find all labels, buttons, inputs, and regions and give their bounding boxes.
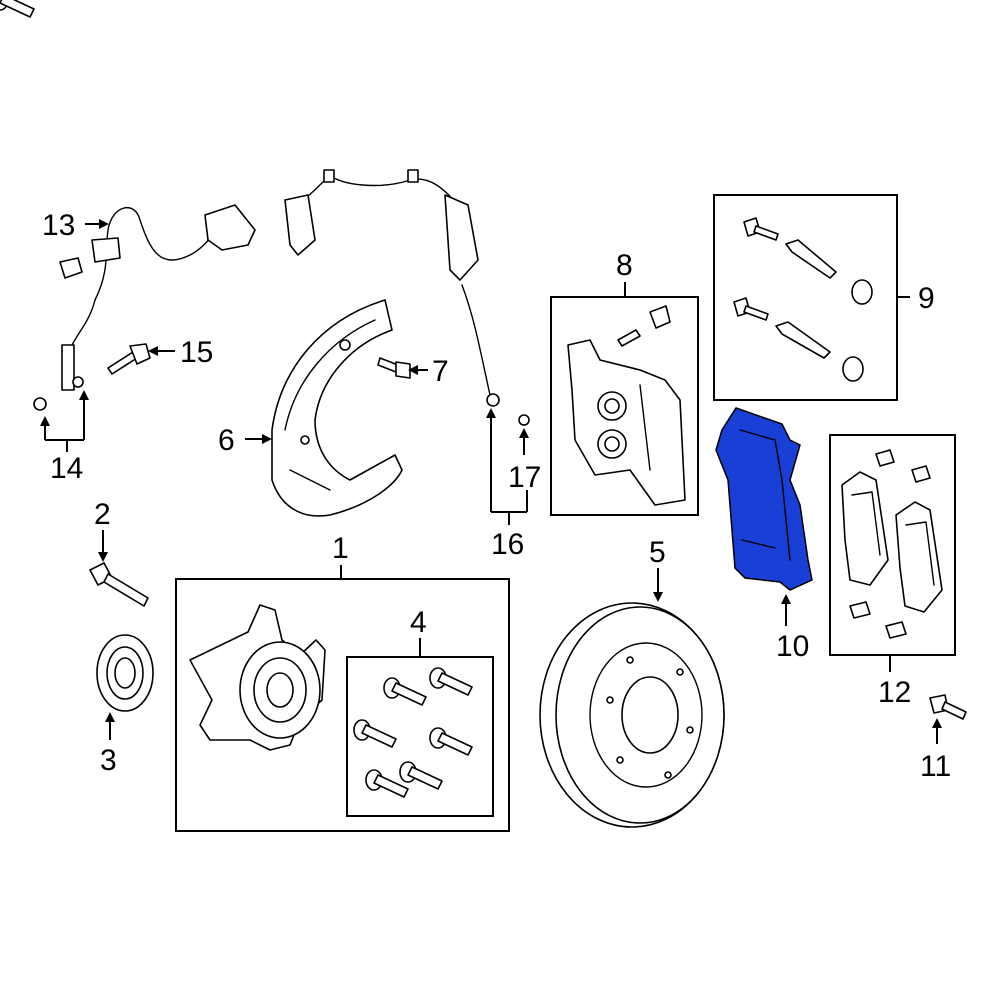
wheel-hub-1[interactable] [189,604,326,751]
bolt-11[interactable] [929,694,967,720]
bolt-15[interactable] [107,343,151,375]
callout-8: 8 [616,249,633,282]
callout-14: 14 [50,452,83,485]
splash-shield-6[interactable] [271,299,403,517]
guide-pins-9[interactable] [733,217,873,382]
brake-caliper-8[interactable] [567,305,686,506]
callout-2: 2 [94,498,111,531]
brake-rotor-5[interactable] [539,602,725,828]
callout-6: 6 [218,424,235,457]
callout-1: 1 [332,532,349,565]
caliper-bracket-10[interactable] [715,407,813,591]
callout-3: 3 [100,744,117,777]
seal-3[interactable] [96,634,154,712]
callout-16: 16 [491,528,524,561]
callout-15: 15 [180,336,213,369]
callout-leaders [40,219,942,744]
callout-17: 17 [508,461,541,494]
callout-13: 13 [42,209,75,242]
callout-labels: 13 14 15 7 6 16 17 8 9 10 12 11 2 3 1 4 … [42,209,951,783]
abs-sensor-harness-left[interactable] [33,204,256,411]
hub-assembly-box [175,578,510,832]
callout-10: 10 [776,630,809,663]
callout-4: 4 [410,606,427,639]
callout-11: 11 [920,750,951,783]
callout-7: 7 [432,355,449,388]
brake-pads-box [829,434,956,656]
wheel-studs-4[interactable] [0,0,473,798]
callout-12: 12 [878,676,911,709]
bolt-7[interactable] [377,357,411,379]
abs-sensor-harness-center[interactable] [284,169,530,426]
brake-pads-12[interactable] [841,449,943,639]
callout-5: 5 [649,536,666,569]
callout-9: 9 [918,282,935,315]
bolt-2[interactable] [89,562,149,607]
